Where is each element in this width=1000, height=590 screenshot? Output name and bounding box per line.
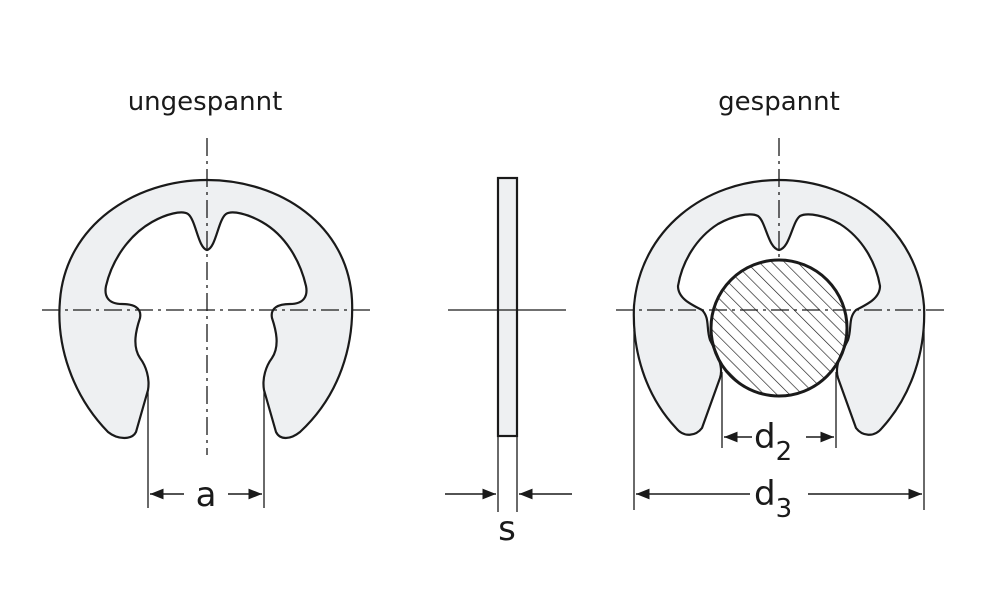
dim-a-label: a [196, 475, 217, 515]
left-view-label: ungespannt [128, 87, 283, 117]
ring-unstressed [58, 178, 354, 440]
dim-d2-subscript: 2 [776, 437, 793, 467]
ring-side-profile [496, 176, 519, 438]
dim-s-label: s [498, 509, 516, 549]
side-view-thickness: s [445, 176, 572, 549]
right-view-label: gespannt [718, 87, 840, 117]
dim-d3-subscript: 3 [776, 494, 793, 524]
dim-d2-main: d [754, 417, 776, 457]
dim-d3-label: d3 [754, 474, 792, 524]
ring-stressed [632, 178, 926, 436]
left-view-unstressed: ungespannt a [42, 87, 372, 515]
dim-d3-main: d [754, 474, 776, 514]
shaft-cross-section [709, 258, 849, 398]
right-view-stressed: gespannt d2 d3 [616, 87, 948, 524]
dim-d2-label: d2 [754, 417, 792, 467]
